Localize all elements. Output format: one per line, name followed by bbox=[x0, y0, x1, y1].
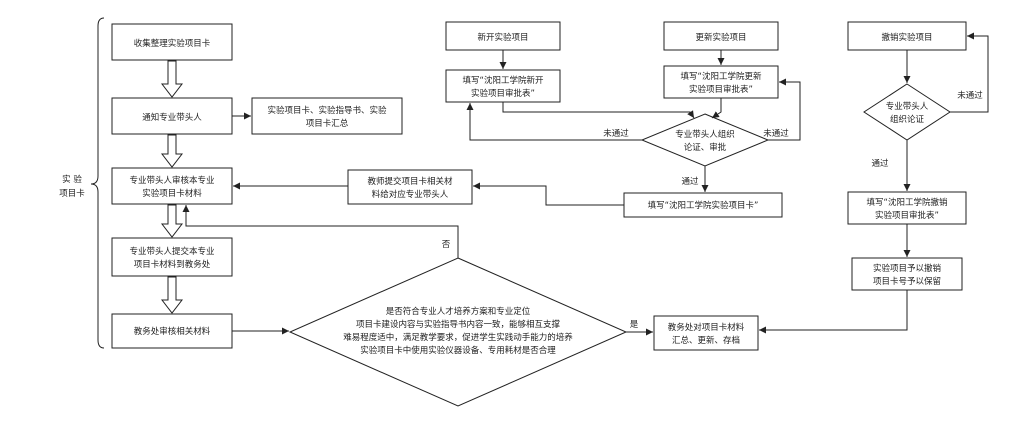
svg-text:教务处审核相关材料: 教务处审核相关材料 bbox=[134, 326, 211, 337]
svg-text:实验项目审批表”: 实验项目审批表” bbox=[689, 84, 753, 95]
svg-text:填写“沈阳工学院实验项目卡”: 填写“沈阳工学院实验项目卡” bbox=[648, 200, 759, 211]
node-review: 专业带头人审核本专业 实验项目卡材料 bbox=[111, 167, 233, 205]
decision-leader-review: 专业带头人组织 论证、审批 bbox=[640, 113, 770, 167]
svg-text:专业带头人: 专业带头人 bbox=[886, 101, 929, 112]
label-fail-right: 未通过 bbox=[763, 128, 789, 139]
hollow-arrow-2 bbox=[160, 134, 184, 168]
node-summary: 实验项目卡、实验指导书、实验 项目卡汇总 bbox=[251, 97, 403, 135]
edge-card-teacher bbox=[473, 182, 624, 206]
decision-main-check: 是否符合专业人才培养方案和专业定位 项目卡建设内容与实验指导书内容一致，能够相互… bbox=[288, 257, 628, 407]
svg-text:填写“沈阳工学院更新: 填写“沈阳工学院更新 bbox=[681, 71, 762, 82]
edge-fail-cancel bbox=[950, 32, 989, 113]
svg-text:料给对应专业带头人: 料给对应专业带头人 bbox=[372, 189, 449, 200]
svg-text:撤销实验项目: 撤销实验项目 bbox=[881, 32, 932, 43]
svg-text:汇总、更新、存档: 汇总、更新、存档 bbox=[672, 335, 740, 346]
svg-text:论证、审批: 论证、审批 bbox=[684, 142, 727, 153]
svg-text:实验项目卡中使用实验仪器设备、专用耗材是否合理: 实验项目卡中使用实验仪器设备、专用耗材是否合理 bbox=[360, 345, 556, 356]
label-pass-mid: 通过 bbox=[681, 176, 699, 187]
svg-text:专业带头人组织: 专业带头人组织 bbox=[675, 129, 735, 140]
label-yes: 是 bbox=[630, 320, 639, 330]
svg-text:项目卡号予以保留: 项目卡号予以保留 bbox=[873, 276, 941, 287]
svg-text:填写“沈阳工学院撤销: 填写“沈阳工学院撤销 bbox=[867, 197, 948, 208]
svg-text:实验项目审批表”: 实验项目审批表” bbox=[471, 88, 535, 99]
side-label-line2: 项目卡 bbox=[59, 188, 85, 199]
left-brace bbox=[90, 17, 105, 349]
node-office-review: 教务处审核相关材料 bbox=[111, 313, 233, 349]
edge-keep-archive bbox=[759, 290, 908, 334]
svg-text:教务处对项目卡材料: 教务处对项目卡材料 bbox=[668, 322, 745, 333]
svg-text:收集整理实验项目卡: 收集整理实验项目卡 bbox=[134, 38, 211, 49]
node-fill-cancel: 填写“沈阳工学院撤销 实验项目审批表” bbox=[847, 191, 967, 225]
node-new-project: 新开实验项目 bbox=[445, 21, 561, 51]
svg-text:是否符合专业人才培养方案和专业定位: 是否符合专业人才培养方案和专业定位 bbox=[386, 306, 531, 317]
svg-text:实验项目卡、实验指导书、实验: 实验项目卡、实验指导书、实验 bbox=[267, 105, 387, 116]
svg-text:专业带头人审核本专业: 专业带头人审核本专业 bbox=[129, 175, 214, 186]
decision-cancel-review: 专业带头人 组织论证 bbox=[863, 83, 951, 141]
node-archive: 教务处对项目卡材料 汇总、更新、存档 bbox=[653, 315, 759, 351]
node-teacher-submit: 教师提交项目卡相关材 料给对应专业带头人 bbox=[347, 169, 473, 205]
svg-text:专业带头人提交本专业: 专业带头人提交本专业 bbox=[129, 246, 214, 257]
node-keep: 实验项目予以撤销 项目卡号予以保留 bbox=[851, 257, 963, 291]
node-fill-card: 填写“沈阳工学院实验项目卡” bbox=[623, 192, 783, 218]
svg-text:实验项目予以撤销: 实验项目予以撤销 bbox=[873, 263, 942, 274]
svg-text:项目卡汇总: 项目卡汇总 bbox=[306, 118, 349, 129]
label-pass-cancel: 通过 bbox=[871, 158, 889, 169]
node-fill-new: 填写“沈阳工学院新开 实验项目审批表” bbox=[445, 69, 561, 103]
side-label-line1: 实 验 bbox=[62, 174, 82, 185]
node-submit: 专业带头人提交本专业 项目卡材料到教务处 bbox=[111, 237, 233, 277]
label-fail-left: 未通过 bbox=[603, 128, 629, 139]
svg-text:实验项目审批表”: 实验项目审批表” bbox=[875, 210, 939, 221]
node-fill-update: 填写“沈阳工学院更新 实验项目审批表” bbox=[663, 65, 779, 99]
svg-text:项目卡建设内容与实验指导书内容一致，能够相互支撑: 项目卡建设内容与实验指导书内容一致，能够相互支撑 bbox=[356, 319, 561, 330]
edge-fail-right bbox=[768, 78, 801, 141]
edge-fillnew-decision bbox=[502, 102, 695, 119]
svg-text:填写“沈阳工学院新开: 填写“沈阳工学院新开 bbox=[463, 75, 544, 86]
hollow-arrow-1 bbox=[160, 60, 184, 98]
node-cancel-project: 撤销实验项目 bbox=[847, 21, 967, 51]
svg-text:项目卡材料到教务处: 项目卡材料到教务处 bbox=[134, 259, 211, 270]
hollow-arrow-4 bbox=[160, 276, 184, 314]
edge-no bbox=[182, 205, 459, 258]
node-collect: 收集整理实验项目卡 bbox=[111, 23, 233, 61]
svg-text:实验项目卡材料: 实验项目卡材料 bbox=[142, 188, 202, 199]
node-notify: 通知专业带头人 bbox=[111, 97, 233, 135]
svg-text:难易程度适中，满足教学要求，促进学生实践动手能力的培养: 难易程度适中，满足教学要求，促进学生实践动手能力的培养 bbox=[343, 332, 573, 343]
label-no: 否 bbox=[442, 240, 451, 250]
node-update-project: 更新实验项目 bbox=[663, 21, 779, 51]
svg-text:组织论证: 组织论证 bbox=[890, 114, 925, 125]
svg-text:更新实验项目: 更新实验项目 bbox=[695, 32, 746, 43]
svg-text:通知专业带头人: 通知专业带头人 bbox=[142, 112, 202, 123]
hollow-arrow-3 bbox=[160, 204, 184, 238]
edge-fail-left bbox=[466, 103, 642, 141]
label-fail-cancel: 未通过 bbox=[957, 90, 983, 101]
svg-text:教师提交项目卡相关材: 教师提交项目卡相关材 bbox=[367, 176, 453, 187]
svg-text:新开实验项目: 新开实验项目 bbox=[477, 32, 528, 43]
edge-fillupdate-decision bbox=[711, 98, 722, 119]
